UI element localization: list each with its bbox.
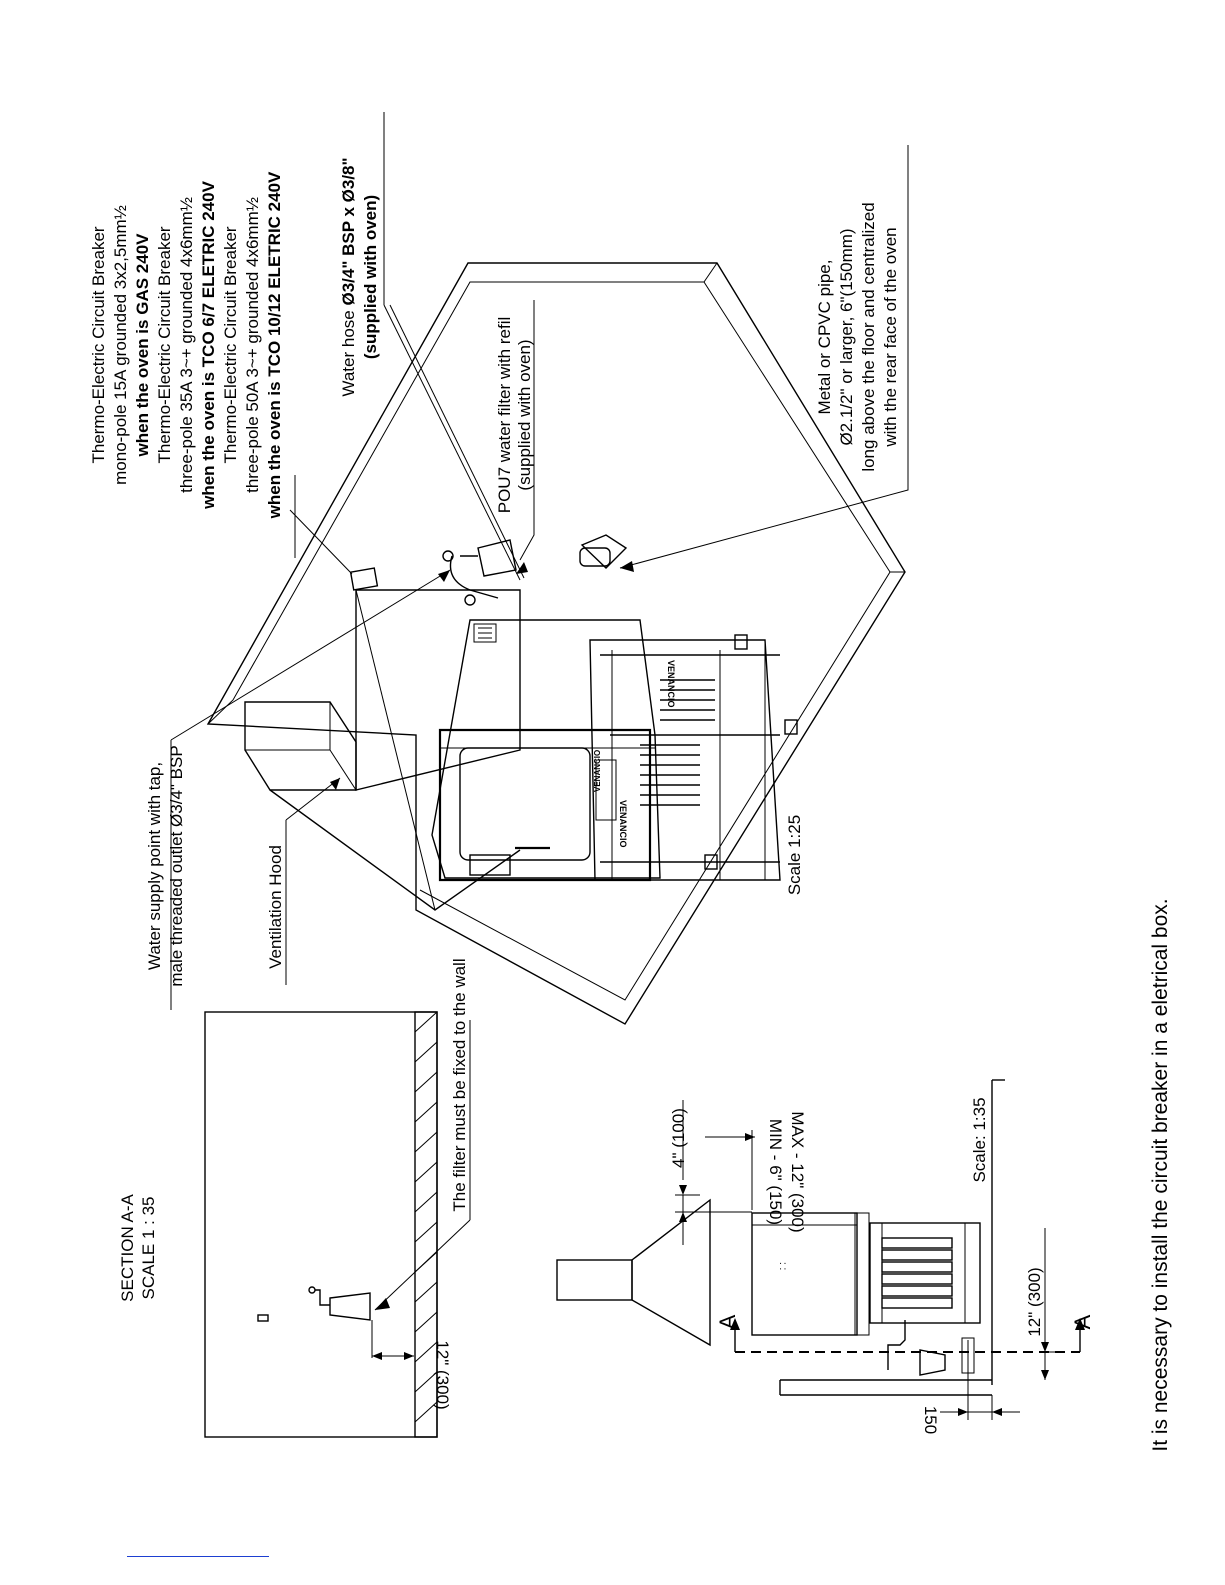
breaker-line-8: three-pole 50A 3~+ grounded 4x6mm½ [243,197,262,493]
side-oven [751,1212,858,1336]
section-marker-right: A [1070,1314,1095,1329]
section-hatched-floor [414,1011,438,1438]
side-dim-min: MIN - 6" (150) [766,1119,785,1225]
section-marker-left: A [715,1314,740,1329]
breaker-line-5: three-pole 35A 3~+ grounded 4x6mm½ [177,197,196,493]
breaker-line-2: mono-pole 15A grounded 3x2,5mm½ [111,205,130,485]
side-dim-max: MAX - 12" (300) [788,1111,807,1232]
section-title: SECTION A-A [118,1193,137,1301]
side-view: : : A A [556,1079,1095,1434]
supply-line-2: male threaded outlet Ø3/4" BSP [167,745,186,986]
side-dim-4: 4" (100) [669,1108,688,1168]
section-dim-12: 12" (300) [433,1340,452,1409]
leader-lines [170,112,909,1010]
breaker-line-3: when the oven is GAS 240V [133,233,152,458]
filter-label: POU7 water filter with refil (supplied w… [495,317,534,514]
installation-note: It is necessary to install the circuit b… [1149,898,1172,1451]
hose-line-2: (supplied with oven) [361,195,380,359]
scale-main: Scale 1:25 [785,815,804,895]
ventilation-hood [244,589,521,911]
drain-pipe [579,534,628,569]
pipe-line-4: with the rear face of the oven [881,227,900,447]
filter-line-2: (supplied with oven) [515,339,534,490]
water-filter [383,304,525,606]
side-stand [869,1222,981,1324]
hose-line-1: Water hose Ø3/4" BSP x Ø3/8" [339,157,358,396]
pipe-line-2: Ø2.1/2" or larger, 6"(150mm) [837,228,856,445]
section-filter-note: The filter must be fixed to the wall [450,958,469,1211]
breaker-line-7: Thermo-Electric Circuit Breaker [221,226,240,463]
breaker-label: Thermo-Electric Circuit Breaker mono-pol… [89,171,284,519]
footer-rule [127,1556,269,1557]
pipe-line-1: Metal or CPVC pipe, [815,260,834,415]
brand-oven-door: VENANCIO [593,750,602,792]
filter-line-1: POU7 water filter with refil [495,317,514,514]
side-hood [556,1259,633,1301]
circuit-breaker [289,509,379,591]
side-dim-12: 12" (300) [1025,1267,1044,1336]
room-outline [206,262,906,1025]
side-dim-150: 150 [921,1406,940,1434]
side-oven-dots: : : [777,1262,788,1270]
breaker-line-9: when the oven is TCO 10/12 ELETRIC 240V [265,171,284,519]
breaker-line-6: when the oven is TCO 6/7 ELETRIC 240V [199,180,218,509]
pipe-label: Metal or CPVC pipe, Ø2.1/2" or larger, 6… [815,202,900,471]
section-aa: SECTION A-A SCALE 1 : 35 The filter must… [118,958,471,1438]
hose-label: Water hose Ø3/4" BSP x Ø3/8" (supplied w… [339,157,380,396]
breaker-line-4: Thermo-Electric Circuit Breaker [155,226,174,463]
brand-stand-top: VENANCIO [666,660,676,708]
section-wall-outline [204,1011,438,1438]
breaker-line-1: Thermo-Electric Circuit Breaker [89,226,108,463]
section-filter [257,1286,371,1322]
supply-label: Water supply point with tap, male thread… [145,745,186,986]
side-scale: Scale: 1:35 [970,1097,989,1182]
oven-stand: VENANCIO VENANCIO VENANCIO [589,634,798,881]
section-scale: SCALE 1 : 35 [139,1196,158,1299]
oven [431,619,661,882]
hood-label: Ventilation Hood [266,845,285,969]
perspective-view: VENANCIO VENANCIO VENANCIO [89,112,909,1025]
pipe-line-3: long above the floor and centralized [859,202,878,471]
brand-stand-bottom: VENANCIO [618,800,628,848]
supply-line-1: Water supply point with tap, [145,762,164,970]
